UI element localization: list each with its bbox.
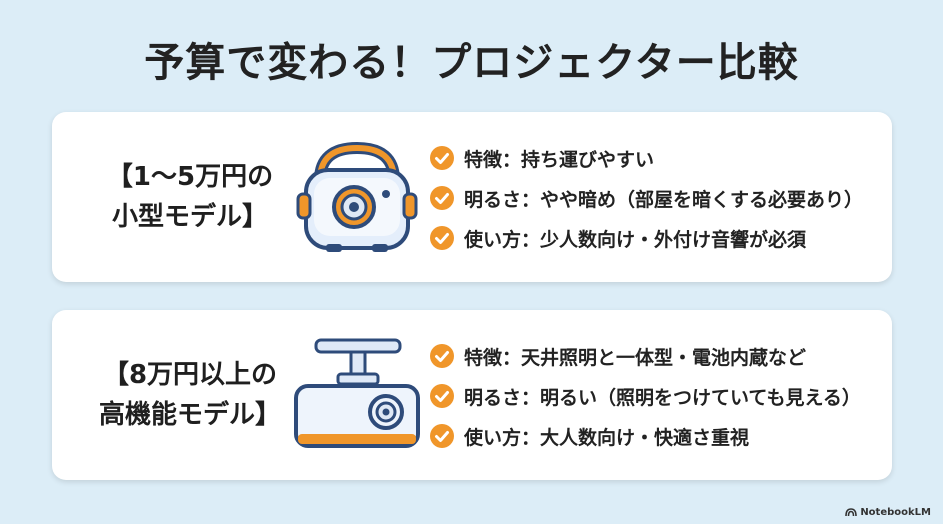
check-circle-icon [430, 226, 454, 250]
notebooklm-logo-icon [845, 508, 858, 517]
check-circle-icon [430, 146, 454, 170]
check-circle-icon [430, 344, 454, 368]
feature-item: 特徴：持ち運びやすい [430, 138, 890, 178]
feature-text: 特徴：持ち運びやすい [464, 148, 655, 171]
feature-text: 使い方：大人数向け・快適さ重視 [464, 426, 750, 449]
feature-text: 明るさ：明るい（照明をつけていても見える） [464, 386, 861, 409]
notebooklm-credit: NotebookLM [845, 507, 931, 518]
card-label: 【1〜5万円の 小型モデル】 [70, 112, 310, 282]
feature-text: 特徴：天井照明と一体型・電池内蔵など [464, 346, 807, 369]
check-circle-icon [430, 186, 454, 210]
feature-item: 明るさ：やや暗め（部屋を暗くする必要あり） [430, 178, 890, 218]
page-title: 予算で変わる！プロジェクター比較 [144, 40, 799, 86]
feature-item: 使い方：大人数向け・快適さ重視 [430, 416, 890, 456]
feature-list: 特徴：持ち運びやすい 明るさ：やや暗め（部屋を暗くする必要あり） 使い方：少人数… [430, 138, 890, 258]
feature-text: 使い方：少人数向け・外付け音響が必須 [464, 228, 807, 251]
ceiling-projector-icon [294, 338, 420, 448]
card-label-line1: 【1〜5万円の [106, 162, 274, 192]
credit-text: NotebookLM [860, 507, 931, 518]
portable-projector-icon [296, 141, 418, 252]
card-label-line1: 【8万円以上の [102, 360, 278, 390]
budget-card-small: 【1〜5万円の 小型モデル】 特徴：持ち運びやすい 明るさ：やや暗め（部屋を暗く… [52, 112, 892, 282]
card-label-line2: 高機能モデル】 [98, 400, 281, 430]
card-label: 【8万円以上の 高機能モデル】 [70, 310, 310, 480]
feature-item: 特徴：天井照明と一体型・電池内蔵など [430, 336, 890, 376]
check-circle-icon [430, 384, 454, 408]
budget-card-premium: 【8万円以上の 高機能モデル】 特徴：天井照明と一体型・電池内蔵など 明るさ：明… [52, 310, 892, 480]
feature-list: 特徴：天井照明と一体型・電池内蔵など 明るさ：明るい（照明をつけていても見える）… [430, 336, 890, 456]
feature-item: 使い方：少人数向け・外付け音響が必須 [430, 218, 890, 258]
feature-item: 明るさ：明るい（照明をつけていても見える） [430, 376, 890, 416]
check-circle-icon [430, 424, 454, 448]
card-label-line2: 小型モデル】 [111, 202, 268, 232]
feature-text: 明るさ：やや暗め（部屋を暗くする必要あり） [464, 188, 864, 211]
